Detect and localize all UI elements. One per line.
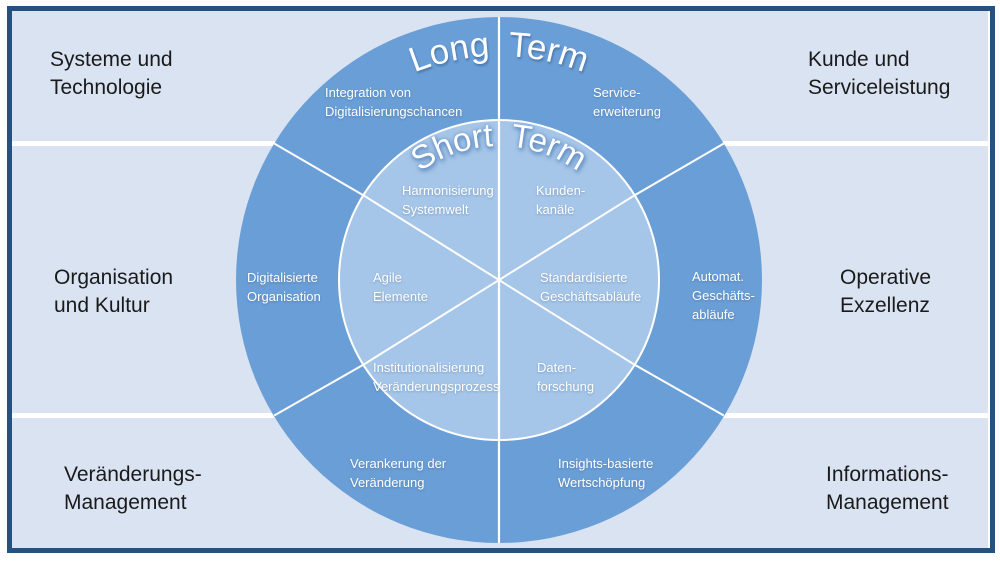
panel-border	[7, 6, 995, 553]
quadrant-label-operative-exzellenz: Operative Exzellenz	[840, 266, 937, 317]
long-term-sector-label-top-left: Integration von Digitalisierungschancen	[325, 85, 462, 119]
quadrant-label-informations-management: Informations- Management	[826, 463, 954, 514]
quadrant-label-kunde-und-serviceleistung: Kunde und Serviceleistung	[808, 48, 950, 99]
short-term-sector-label-right: Standardisierte Geschäftsabläufe	[540, 270, 641, 304]
quadrant-label-organisation-und-kultur: Organisation und Kultur	[54, 266, 179, 317]
long-term-sector-label-top-right: Service- erweiterung	[593, 85, 661, 119]
short-term-sector-label-bottom-left: Institutionalisierung Veränderungsprozes…	[373, 360, 500, 394]
quadrant-label-veraenderungs-management: Veränderungs- Management	[64, 463, 208, 514]
long-term-sector-label-left: Digitalisierte Organisation	[247, 270, 321, 304]
short-term-sector-label-top-left: Harmonisierung Systemwelt	[402, 183, 497, 217]
quadrant-label-systeme-und-technologie: Systeme und Technologie	[50, 48, 178, 99]
long-term-sector-label-bottom-left: Verankerung der Veränderung	[350, 456, 450, 490]
short-term-sector-label-top-right: Kunden- kanäle	[536, 183, 589, 217]
short-term-sector-label-left: Agile Elemente	[373, 270, 428, 304]
long-term-sector-label-bottom-right: Insights-basierte Wertschöpfung	[558, 456, 657, 490]
divider-diagonal-ascending	[273, 142, 725, 417]
short-term-sector-label-bottom-right: Daten- forschung	[537, 360, 594, 394]
long-term-sector-label-right: Automat. Geschäfts- abläufe	[692, 269, 758, 322]
